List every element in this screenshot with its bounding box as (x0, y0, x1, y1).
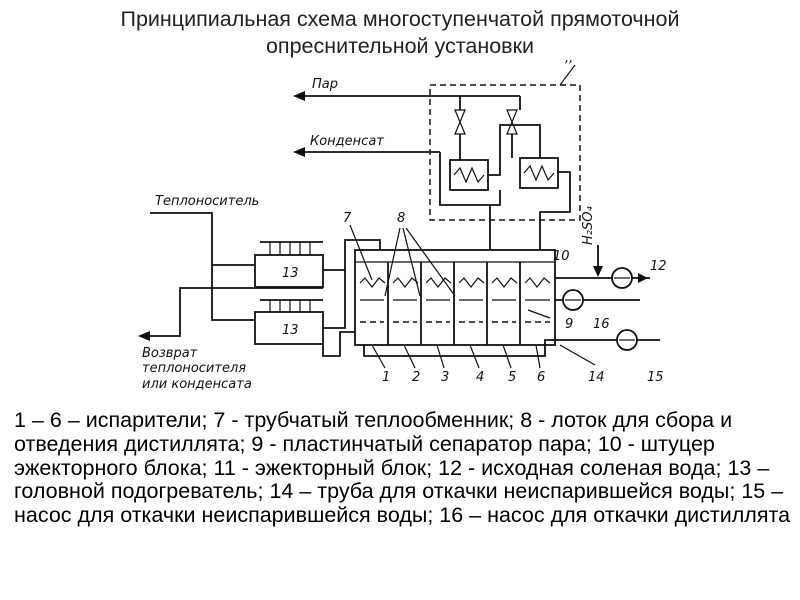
return-arrow-icon (138, 331, 150, 341)
label-10: 10 (553, 249, 570, 264)
legend-item: 10 - штуцер эжекторного блока; (14, 431, 715, 480)
label-3: 3 (441, 370, 449, 385)
heater-bottom-outlet (323, 270, 346, 329)
condensate-arrow-icon (293, 147, 305, 157)
return-label-3: или конденсата (142, 377, 252, 392)
evaporator-partitions (387, 262, 521, 345)
label-1: 1 (382, 370, 390, 385)
legend-item: 14 – труба для откачки неиспарившейся во… (269, 479, 742, 504)
title-line-2: опреснительной установки (265, 34, 535, 58)
label-2: 2 (412, 370, 420, 385)
label-15: 15 (647, 370, 664, 385)
cooler-link (488, 124, 541, 176)
heater-13-bottom (254, 311, 324, 345)
heat-exchanger-tubes (359, 277, 551, 288)
acid-arrow-icon (593, 266, 603, 277)
feed-arrow-icon (638, 273, 648, 283)
pointer-7 (349, 224, 373, 281)
evaporator-body (354, 249, 556, 346)
condensate-collector (439, 152, 501, 206)
legend-item: 7 - трубчатый теплообменник; (213, 408, 521, 432)
return-label-1: Возврат (142, 346, 198, 361)
legend-item: 16 – насос для откачки дистиллята (439, 503, 791, 528)
pointer-8b (402, 227, 421, 297)
number-leaders (371, 344, 541, 369)
cooler-left-coil (453, 166, 485, 184)
label-4: 4 (476, 370, 484, 385)
return-label-2: теплоносителя (142, 361, 246, 376)
steam-arrow-icon (293, 91, 305, 101)
heat-carrier-line (150, 212, 255, 266)
acid-label: H₂SO₄ (581, 206, 596, 245)
heat-carrier-branch (211, 265, 255, 321)
legend-item: 15 – насос для откачки неиспарившейся во… (14, 479, 784, 528)
pointer-14 (559, 344, 596, 366)
cooler-right-coil (523, 164, 555, 182)
label-13-top: 13 (282, 266, 299, 281)
label-7: 7 (343, 211, 352, 226)
label-12: 12 (650, 259, 667, 274)
label-14: 14 (588, 370, 605, 385)
bottom-collector (363, 345, 546, 357)
label-5: 5 (508, 370, 516, 385)
return-line (140, 287, 323, 337)
label-6: 6 (537, 370, 545, 385)
heater-13-top (254, 254, 324, 288)
title-line-1: Принципиальная схема многоступенчатой пр… (120, 7, 680, 31)
legend-item: 9 - пластинчатый сепаратор пара; (251, 431, 598, 456)
steam-label: Пар (312, 77, 338, 92)
label-11: ,, (565, 51, 573, 66)
condensate-label: Конденсат (310, 134, 384, 149)
label-8: 8 (397, 211, 405, 226)
legend-item: 8 - лоток для сбора и отведения дистилля… (14, 408, 733, 456)
ejector-pointer-line (559, 64, 576, 86)
label-13-bottom: 13 (282, 323, 299, 338)
ejector-left-icon (454, 109, 466, 135)
pointer-8c (405, 227, 456, 297)
legend: 1 – 6 – испарители; 7 - трубчатый теплоо… (14, 408, 794, 528)
pointer-8a (384, 227, 401, 297)
brine-line (544, 339, 660, 345)
legend-item: 12 - исходная соленая вода; (438, 455, 728, 480)
separator-plate (527, 309, 551, 319)
label-16: 16 (593, 317, 610, 332)
heater-to-evaporator (323, 239, 381, 271)
label-9: 9 (565, 317, 573, 332)
heater-arrows (269, 242, 311, 312)
diagram-title: Принципиальная схема многоступенчатой пр… (0, 6, 800, 60)
legend-item: 11 - эжекторный блок; (213, 455, 439, 480)
legend-item: 13 – головной подогреватель; (14, 455, 770, 504)
ejector-block-outline (429, 84, 581, 221)
ejector-right-icon (506, 109, 518, 135)
legend-item: 1 – 6 – испарители; (14, 408, 214, 432)
evaporator-to-heater (322, 331, 355, 357)
cooler-right-outlet (539, 171, 571, 250)
heat-carrier-label: Теплоноситель (155, 194, 259, 209)
